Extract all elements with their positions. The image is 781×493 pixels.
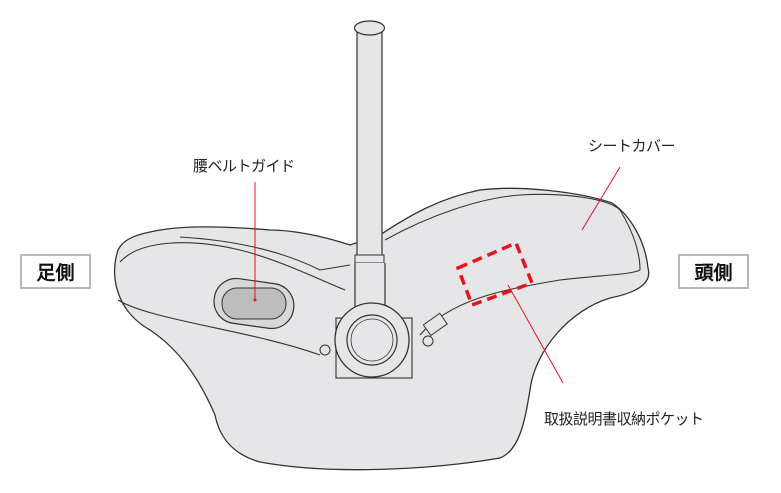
leader-dot-belt-guide xyxy=(253,298,257,302)
seat-rim-head xyxy=(419,269,641,336)
seat-rim-lower xyxy=(117,299,321,356)
label-manual-pocket: 取扱説明書収納ポケット xyxy=(544,410,704,428)
label-head-side: 頭側 xyxy=(678,254,749,289)
label-foot-side: 足側 xyxy=(20,254,91,289)
label-waist-belt-guide: 腰ベルトガイド xyxy=(193,157,295,175)
leader-line-seat-cover xyxy=(581,166,621,231)
handle-cap xyxy=(353,20,386,36)
leader-line-manual-pocket xyxy=(507,284,564,384)
manual-pocket-outline xyxy=(455,240,535,308)
handle-bar xyxy=(356,27,383,261)
rivet-left xyxy=(319,344,331,356)
seat-rim xyxy=(119,242,346,291)
pivot-hub-core xyxy=(350,318,394,362)
label-seat-cover: シートカバー xyxy=(588,137,676,155)
seat-rim-head-top xyxy=(384,193,641,271)
rivet-right xyxy=(422,335,434,347)
release-lever xyxy=(422,312,448,337)
pivot-hub-inner xyxy=(346,314,398,366)
handle-collar xyxy=(354,254,385,264)
seat-inner-edge xyxy=(179,236,351,271)
waist-belt-guide-inner xyxy=(221,287,287,320)
